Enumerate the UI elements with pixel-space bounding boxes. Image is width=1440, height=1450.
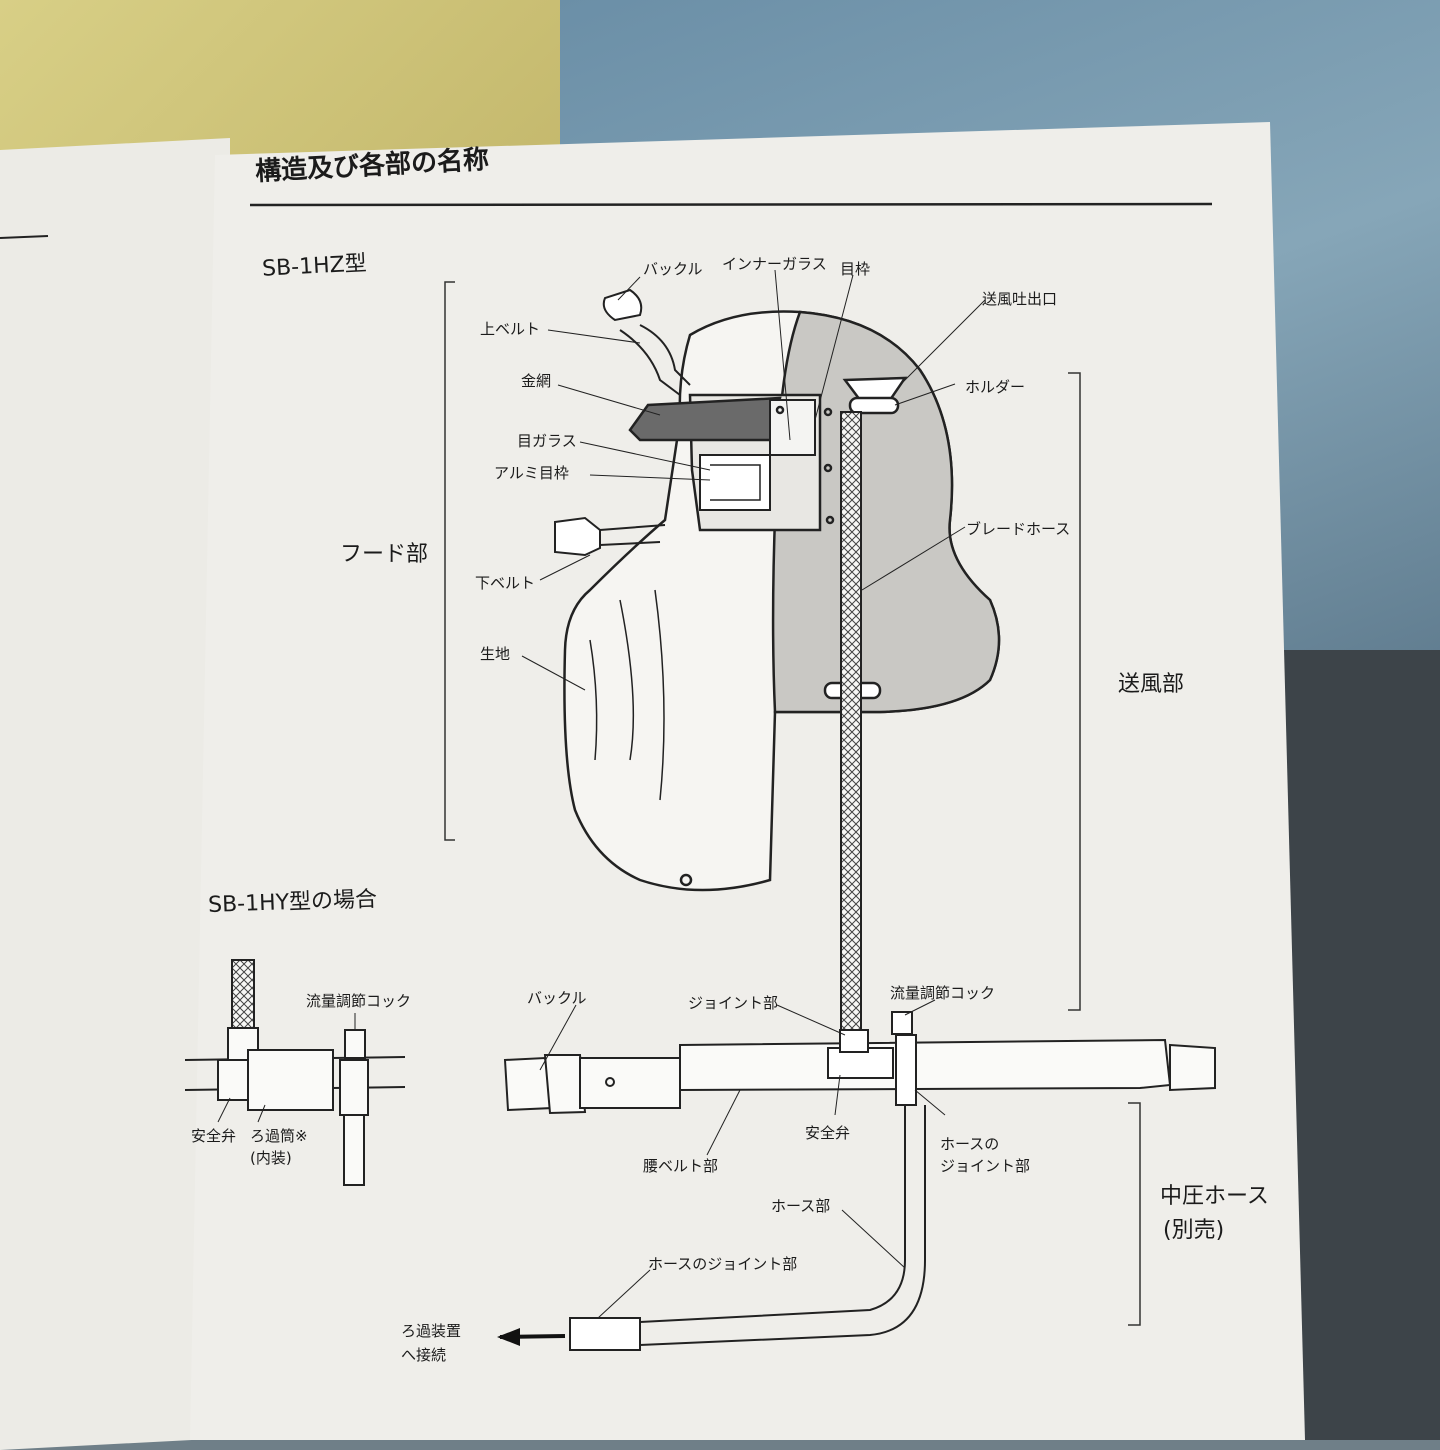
model-alt-label: SB-1HY型の場合 — [207, 887, 378, 918]
hose-joint-label: ホースの — [940, 1135, 1000, 1153]
upper-belt-label: 上ベルト — [480, 320, 541, 338]
eye-frame-label: 目枠 — [840, 260, 871, 278]
safety-valve-right-label: 安全弁 — [805, 1124, 851, 1142]
lower-belt-label: 下ベルト — [475, 574, 536, 592]
waist-belt-label: 腰ベルト部 — [643, 1157, 719, 1175]
filter-cylinder-label: ろ過筒※ — [250, 1127, 308, 1145]
hose-joint-sublabel: ジョイント部 — [940, 1157, 1031, 1175]
aluminum-eye-frame-label: アルミ目枠 — [494, 464, 569, 482]
sb1hy-illustration — [184, 959, 406, 1186]
braided-hose-label: ブレードホース — [966, 520, 1071, 538]
hood-section-label: フード部 — [340, 542, 429, 567]
inner-glass-label: インナーガラス — [722, 255, 827, 273]
filter-cylinder-sublabel: (内装) — [250, 1149, 292, 1167]
air-bracket — [1068, 372, 1081, 1011]
air-section-label: 送風部 — [1118, 672, 1185, 697]
medium-pressure-hose-label: 中圧ホース — [1160, 1184, 1269, 1209]
braided-hose-illustration — [840, 411, 862, 1043]
wire-mesh-label: 金網 — [521, 372, 552, 390]
hose-joint-bottom-label: ホースのジョイント部 — [648, 1255, 798, 1273]
safety-valve-left-label: 安全弁 — [191, 1127, 237, 1145]
waist-belt-illustration — [503, 1011, 1216, 1351]
buckle-bottom-label: バックル — [527, 989, 587, 1007]
flow-cock-right-label: 流量調節コック — [890, 984, 996, 1002]
buckle-top-label: バックル — [643, 260, 703, 278]
holder-label: ホルダー — [965, 378, 1026, 396]
model-main-label: SB-1HZ型 — [261, 251, 368, 282]
joint-section-label: ジョイント部 — [688, 994, 779, 1012]
connect-filter-label: ろ過装置 — [401, 1322, 462, 1340]
hose-section-label: ホース部 — [771, 1197, 831, 1215]
hose-bracket — [1128, 1102, 1141, 1326]
eye-glass-label: 目ガラス — [517, 432, 577, 450]
air-outlet-label: 送風吐出口 — [982, 290, 1058, 308]
hood-bracket — [444, 281, 455, 841]
flow-cock-left-label: 流量調節コック — [306, 992, 412, 1010]
fabric-label: 生地 — [480, 645, 511, 663]
leader-lines — [217, 269, 986, 1319]
connect-filter-sublabel: へ接続 — [401, 1346, 447, 1364]
medium-pressure-hose-sublabel: (別売) — [1163, 1218, 1225, 1243]
hood-illustration — [554, 288, 1001, 892]
